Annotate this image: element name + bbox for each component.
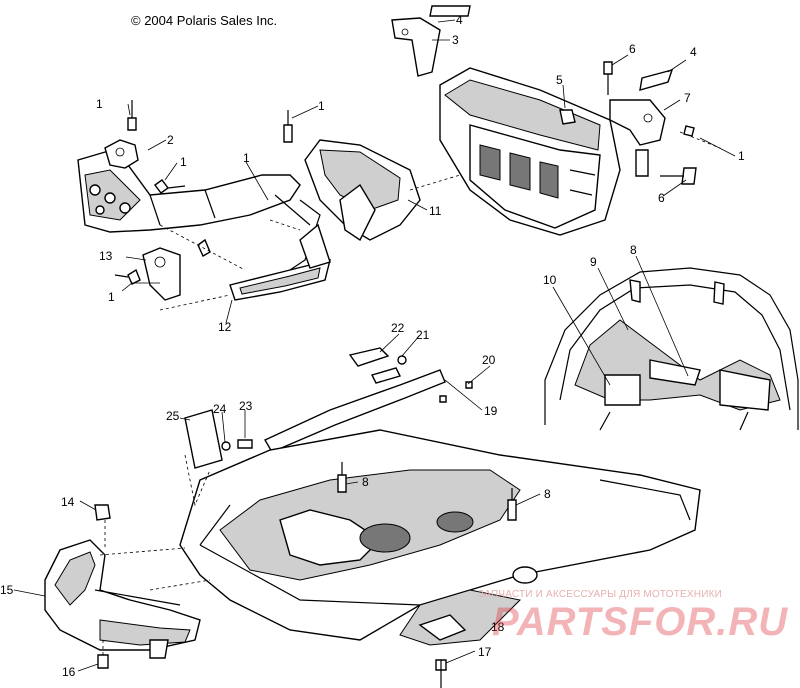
watermark-tagline: ЗАПЧАСТИ И АКСЕССУАРЫ ДЛЯ МОТОТЕХНИКИ	[478, 589, 723, 600]
copyright-notice: © 2004 Polaris Sales Inc.	[131, 13, 278, 28]
callout-6-lower: 6	[658, 191, 665, 205]
decal-25-hardware	[184, 409, 253, 507]
hood-inner-detail	[544, 267, 799, 431]
leader-lines	[13, 19, 736, 672]
callout-4-top: 4	[456, 13, 463, 27]
callout-25: 25	[166, 409, 180, 423]
callout-1-lower: 1	[108, 290, 115, 304]
callout-10: 10	[543, 273, 557, 287]
callout-20: 20	[482, 353, 496, 367]
callout-3: 3	[452, 33, 459, 47]
callout-22: 22	[391, 321, 405, 335]
callout-2: 2	[167, 133, 174, 147]
callout-1-center: 1	[318, 99, 325, 113]
callout-1-mid: 1	[243, 151, 250, 165]
callout-1-topleft: 1	[96, 97, 103, 111]
callout-4-right: 4	[690, 45, 697, 59]
callout-7: 7	[684, 91, 691, 105]
callout-13: 13	[99, 249, 113, 263]
callout-6-top: 6	[629, 42, 636, 56]
watermark-logo: PARTSFOR.RU	[492, 600, 789, 644]
callout-16: 16	[62, 665, 76, 679]
support-bar-12	[229, 223, 331, 301]
front-frame-assembly	[77, 100, 301, 301]
callout-14: 14	[61, 495, 75, 509]
hood-assembly	[179, 369, 701, 688]
rear-frame-assembly	[391, 5, 721, 236]
callout-19: 19	[484, 404, 498, 418]
callout-12: 12	[218, 320, 232, 334]
callout-8-hood: 8	[630, 243, 637, 257]
callout-9: 9	[590, 255, 597, 269]
callout-5: 5	[556, 73, 563, 87]
callout-8-right: 8	[544, 487, 551, 501]
callout-1-bolt: 1	[180, 155, 187, 169]
callout-21: 21	[416, 328, 430, 342]
callout-8-center: 8	[362, 475, 369, 489]
callout-23: 23	[239, 399, 253, 413]
frame-brace-11	[274, 139, 421, 271]
callout-15: 15	[0, 583, 14, 597]
front-bumper-15	[44, 504, 211, 669]
callout-24: 24	[213, 402, 227, 416]
callout-11: 11	[429, 204, 442, 218]
callout-18: 18	[491, 620, 505, 634]
callout-1-right: 1	[738, 149, 745, 163]
callout-17: 17	[478, 645, 492, 659]
